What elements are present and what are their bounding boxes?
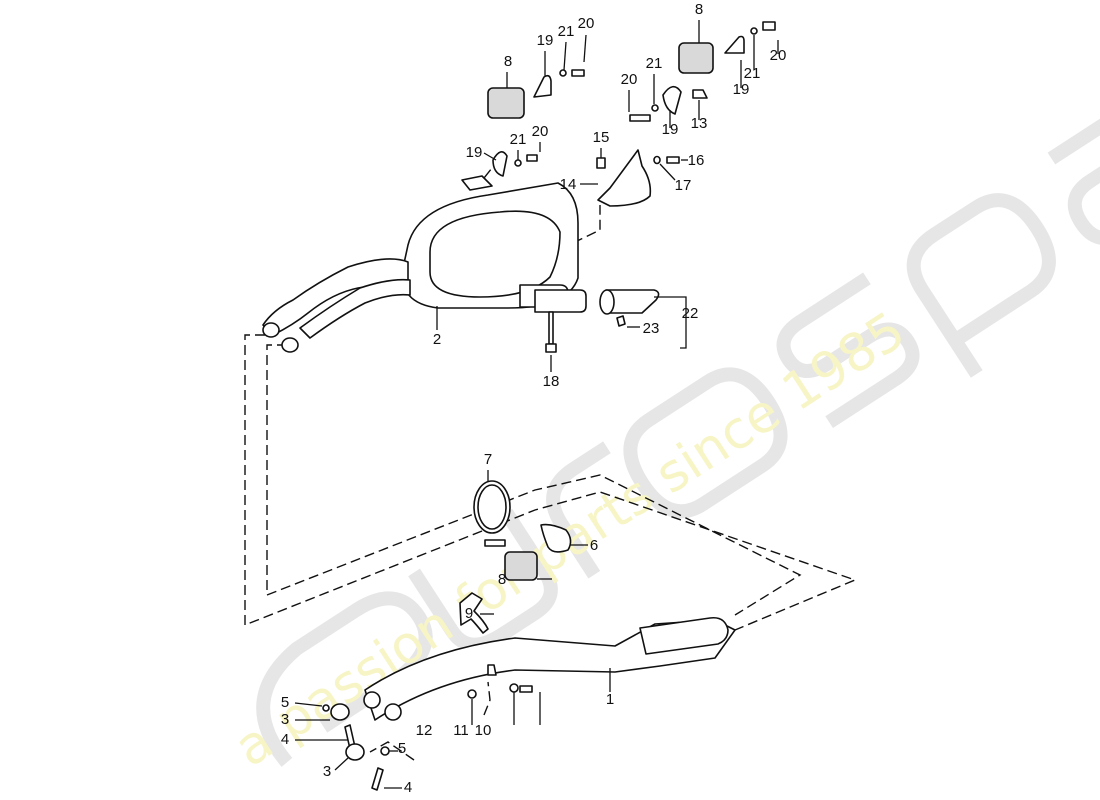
part-callout-16[interactable]: 16 [688, 152, 705, 169]
part-callout-6[interactable]: 6 [590, 537, 598, 554]
part-callout-20[interactable]: 20 [532, 123, 549, 140]
part-callout-8[interactable]: 8 [504, 53, 512, 70]
part-callout-19[interactable]: 19 [733, 81, 750, 98]
part-callout-9[interactable]: 9 [465, 605, 473, 622]
hanger-mounts [487, 21, 776, 177]
part-callout-3[interactable]: 3 [281, 711, 289, 728]
part-callout-10[interactable]: 10 [475, 722, 492, 739]
part-callout-22[interactable]: 22 [682, 305, 699, 322]
part-callout-8[interactable]: 8 [695, 1, 703, 18]
part-callout-4[interactable]: 4 [281, 731, 289, 748]
part-callout-8[interactable]: 8 [498, 571, 506, 588]
part-callout-5[interactable]: 5 [398, 740, 406, 757]
part-callout-18[interactable]: 18 [543, 373, 560, 390]
center-mounts [459, 480, 572, 634]
part-callout-17[interactable]: 17 [675, 177, 692, 194]
part-callout-21[interactable]: 21 [558, 23, 575, 40]
heat-shield [596, 149, 680, 207]
leader-lines [294, 20, 779, 789]
part-callout-13[interactable]: 13 [691, 115, 708, 132]
part-callout-2[interactable]: 2 [433, 331, 441, 348]
front-clamps [322, 703, 390, 791]
part-callout-12[interactable]: 12 [416, 722, 433, 739]
part-callout-23[interactable]: 23 [643, 320, 660, 337]
rear-muffler [262, 175, 587, 353]
part-callout-19[interactable]: 19 [662, 121, 679, 138]
bolt-18 [545, 311, 557, 353]
part-callout-3[interactable]: 3 [323, 763, 331, 780]
part-callout-21[interactable]: 21 [510, 131, 527, 148]
part-callout-1[interactable]: 1 [606, 691, 614, 708]
watermark: a passion for parts since 1985 [224, 110, 1100, 779]
part-callout-20[interactable]: 20 [578, 15, 595, 32]
part-callout-15[interactable]: 15 [593, 129, 610, 146]
tailpipe-tip [599, 289, 660, 327]
part-callout-11[interactable]: 11 [453, 722, 469, 739]
part-callout-4[interactable]: 4 [404, 779, 412, 796]
part-callout-5[interactable]: 5 [281, 694, 289, 711]
part-callout-19[interactable]: 19 [466, 144, 483, 161]
front-pipe-catalyst [363, 616, 736, 721]
part-callout-20[interactable]: 20 [770, 47, 787, 64]
part-callout-19[interactable]: 19 [537, 32, 554, 49]
part-callout-20[interactable]: 20 [621, 71, 638, 88]
part-callout-21[interactable]: 21 [744, 65, 761, 82]
part-callout-14[interactable]: 14 [560, 176, 577, 193]
part-callout-7[interactable]: 7 [484, 451, 492, 468]
part-callout-21[interactable]: 21 [646, 55, 663, 72]
